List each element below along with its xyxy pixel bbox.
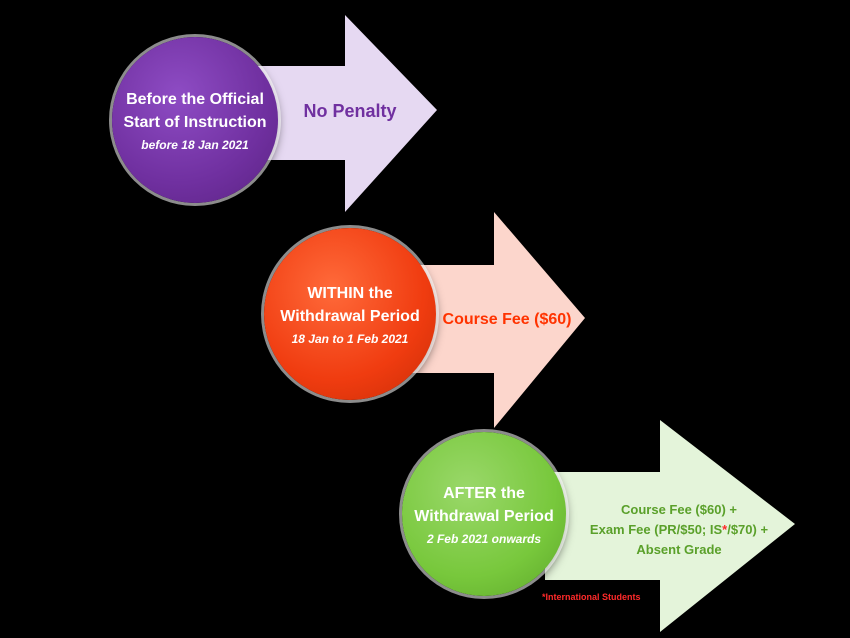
stage-3-penalty-star: * [722, 522, 728, 537]
stage-3-date: 2 Feb 2021 onwards [426, 532, 542, 546]
stage-1-title: Before the Official Start of Instruction [123, 88, 266, 134]
stage-3-title: AFTER the Withdrawal Period [414, 482, 553, 528]
stage-2-date: 18 Jan to 1 Feb 2021 [291, 332, 409, 346]
stage-3-penalty-line3: Absent Grade [636, 542, 722, 557]
stage-1-title-line1: Before the Official [126, 91, 264, 108]
stage-2-circle: WITHIN the Withdrawal Period 18 Jan to 1… [264, 228, 436, 400]
stage-2-arrow-shape [410, 212, 585, 428]
stage-3-penalty: Course Fee ($60) + Exam Fee (PR/$50; IS*… [568, 500, 790, 560]
stage-1-arrow-shape [255, 15, 437, 212]
stage-1-title-line2: Start of Instruction [123, 114, 267, 131]
stage-1-penalty: No Penalty [303, 101, 397, 121]
stage-2-title-line1: WITHIN the [307, 285, 393, 302]
stage-2-title-line2: Withdrawal Period [280, 308, 420, 325]
stage-3-circle: AFTER the Withdrawal Period 2 Feb 2021 o… [402, 432, 566, 596]
stage-1-circle: Before the Official Start of Instruction… [112, 37, 278, 203]
stage-2-penalty: Course Fee ($60) [442, 311, 572, 328]
stage-3-penalty-line1: Course Fee ($60) + [621, 502, 737, 517]
stage-3-penalty-line2-a: Exam Fee (PR/$50; IS [589, 522, 723, 537]
stage-3-penalty-line2-b: /$70) + [727, 522, 769, 537]
stage-3-penalty-line2: Exam Fee (PR/$50; IS*/$70) + [568, 520, 790, 540]
international-students-footnote: *International Students [542, 592, 641, 602]
stage-3-title-line2: Withdrawal Period [414, 508, 554, 525]
stage-1-date: before 18 Jan 2021 [141, 138, 249, 152]
stage-2-title: WITHIN the Withdrawal Period [280, 282, 419, 328]
stage-3-title-line1: AFTER the [443, 485, 525, 502]
stage-3-arrow-shape [545, 420, 795, 632]
